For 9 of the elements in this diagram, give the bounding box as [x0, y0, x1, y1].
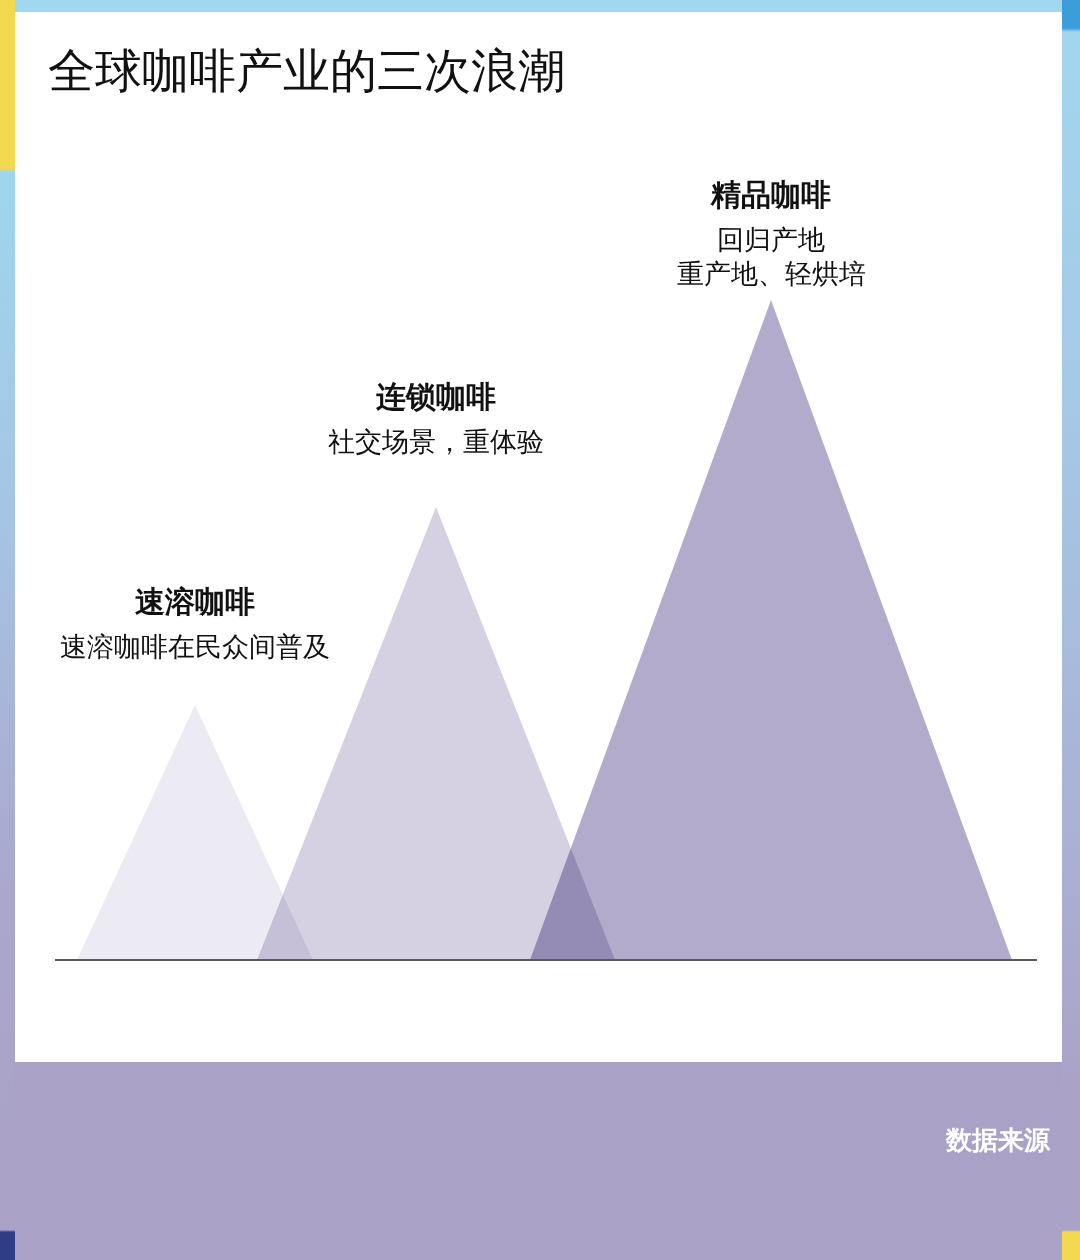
source-heading: 数据来源	[946, 1126, 1050, 1156]
heading: 连锁咖啡	[376, 380, 496, 415]
description: 社交场景，重体验	[328, 426, 544, 458]
description: 速溶咖啡在民众间普及	[60, 631, 330, 663]
heading: 精品咖啡	[711, 178, 831, 213]
description: 回归产地	[717, 224, 825, 256]
heading: 速溶咖啡	[135, 585, 255, 620]
description: 重产地、轻烘培	[676, 258, 866, 290]
title: 全球咖啡产业的三次浪潮	[48, 44, 565, 99]
